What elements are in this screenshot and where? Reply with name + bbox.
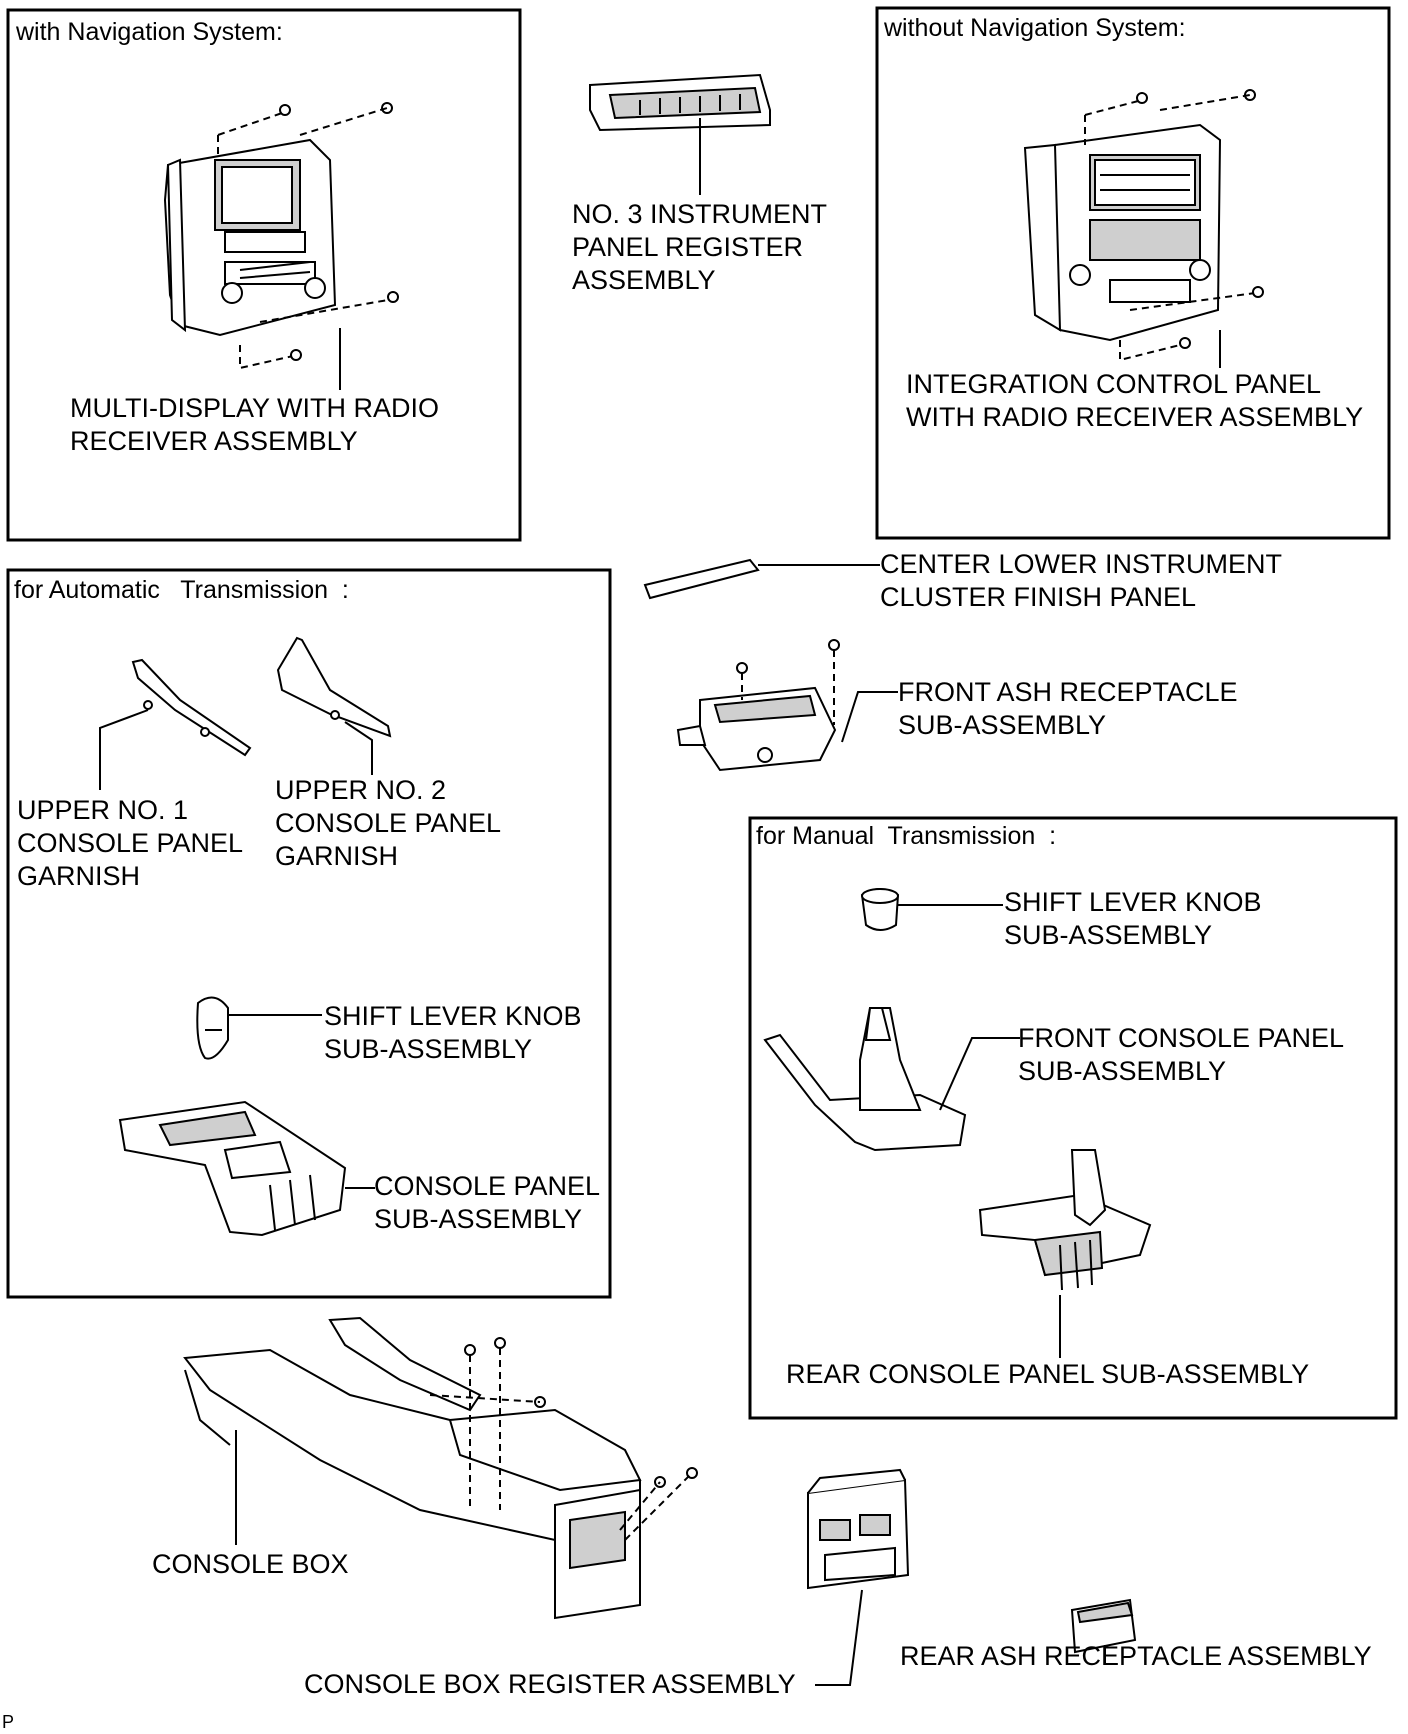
upper-no2-garnish-drawing bbox=[276, 636, 392, 738]
frame-automatic-transmission bbox=[6, 568, 612, 1299]
label-console-box: CONSOLE BOX bbox=[152, 1549, 349, 1579]
multi-display-radio-receiver-drawing bbox=[163, 138, 337, 337]
upper-no1-garnish-drawing bbox=[131, 658, 252, 757]
label-rear-ash: REAR ASH RECEPTACLE ASSEMBLY bbox=[900, 1641, 1372, 1671]
frame-without-navigation bbox=[875, 6, 1391, 540]
rear-ash-receptacle-drawing bbox=[1070, 1598, 1137, 1654]
label-shift-knob-auto: SHIFT LEVER KNOB SUB-ASSEMBLY bbox=[324, 1001, 582, 1064]
leader-upper-no1 bbox=[99, 709, 149, 790]
label-rear-console-panel: REAR CONSOLE PANEL SUB-ASSEMBLY bbox=[786, 1359, 1310, 1389]
box-title-with-navigation: with Navigation System: bbox=[16, 18, 283, 46]
center-lower-finish-panel-drawing bbox=[643, 558, 760, 600]
label-console-box-register: CONSOLE BOX REGISTER ASSEMBLY bbox=[304, 1669, 796, 1699]
console-box-drawing bbox=[183, 1316, 642, 1620]
frame-with-navigation bbox=[6, 8, 522, 542]
label-shift-knob-manual: SHIFT LEVER KNOB SUB-ASSEMBLY bbox=[1004, 887, 1262, 950]
leader-front-console bbox=[939, 1037, 1020, 1111]
multi-display-screws bbox=[217, 102, 399, 370]
label-console-panel: CONSOLE PANEL SUB-ASSEMBLY bbox=[374, 1171, 601, 1234]
shift-knob-manual-drawing bbox=[860, 888, 900, 931]
label-center-lower: CENTER LOWER INSTRUMENT CLUSTER FINISH P… bbox=[880, 549, 1283, 612]
integration-panel-screws bbox=[1084, 89, 1264, 362]
console-panel-drawing bbox=[118, 1100, 347, 1237]
box-title-without-navigation: without Navigation System: bbox=[884, 14, 1186, 42]
leader-upper-no2 bbox=[344, 721, 373, 775]
label-front-console-panel: FRONT CONSOLE PANEL SUB-ASSEMBLY bbox=[1018, 1023, 1345, 1086]
leader-front-ash bbox=[841, 691, 898, 743]
no3-register-drawing bbox=[589, 73, 771, 132]
label-multi-display: MULTI-DISPLAY WITH RADIO RECEIVER ASSEMB… bbox=[70, 393, 440, 456]
label-no3-register: NO. 3 INSTRUMENT PANEL REGISTER ASSEMBLY bbox=[572, 199, 828, 295]
box-title-automatic: for Automatic Transmission : bbox=[14, 576, 349, 604]
label-integration-panel: INTEGRATION CONTROL PANEL WITH RADIO REC… bbox=[906, 369, 1364, 432]
corner-code: P bbox=[2, 1712, 15, 1732]
console-box-screws bbox=[429, 1337, 698, 1541]
front-console-panel-drawing bbox=[763, 1007, 967, 1152]
shift-knob-auto-drawing bbox=[196, 996, 229, 1060]
console-box-register-drawing bbox=[807, 1468, 910, 1590]
rear-console-panel-drawing bbox=[978, 1149, 1152, 1291]
box-title-manual: for Manual Transmission : bbox=[756, 822, 1057, 850]
label-upper-no2: UPPER NO. 2 CONSOLE PANEL GARNISH bbox=[275, 775, 502, 871]
frame-manual-transmission bbox=[748, 816, 1398, 1420]
front-ash-receptacle-drawing bbox=[676, 686, 837, 772]
label-upper-no1: UPPER NO. 1 CONSOLE PANEL GARNISH bbox=[17, 795, 244, 891]
front-ash-screws bbox=[736, 639, 840, 725]
label-front-ash: FRONT ASH RECEPTACLE SUB-ASSEMBLY bbox=[898, 677, 1238, 740]
leader-console-box-register bbox=[815, 1589, 863, 1686]
integration-control-panel-drawing bbox=[1023, 123, 1222, 342]
